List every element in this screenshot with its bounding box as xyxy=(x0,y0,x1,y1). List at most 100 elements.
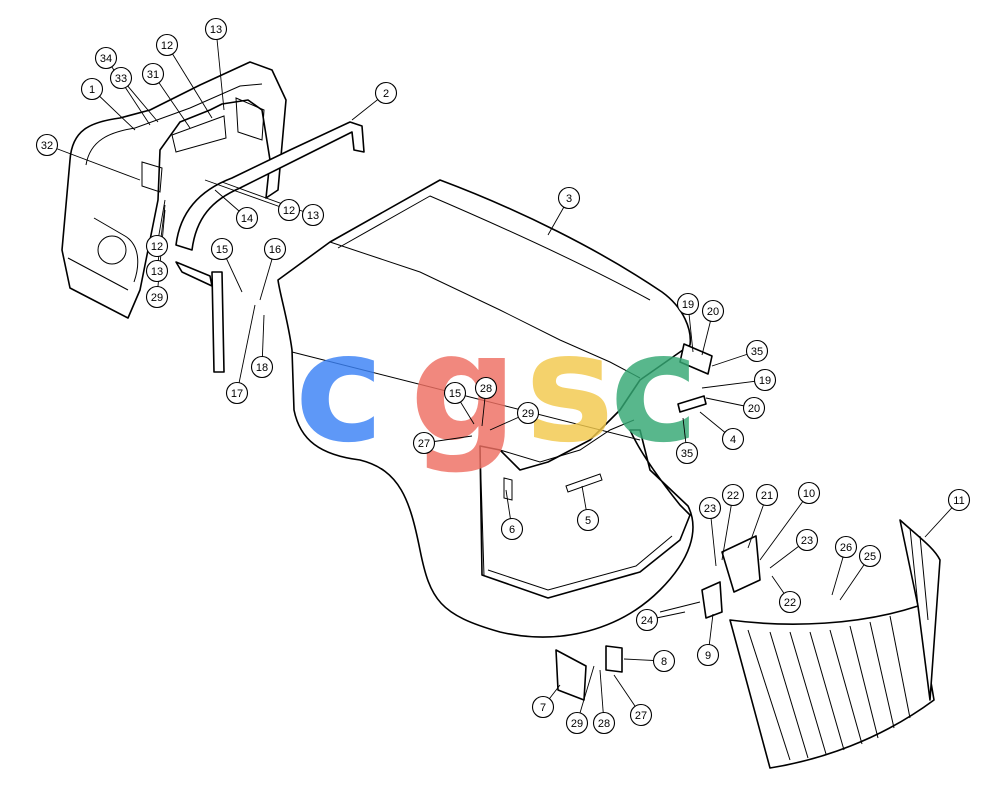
callout-8: 8 xyxy=(652,649,676,673)
seal-strip xyxy=(175,121,365,373)
callout-4: 4 xyxy=(721,427,745,451)
callout-circle xyxy=(80,77,104,101)
callout-circle xyxy=(635,608,659,632)
callout-circle xyxy=(210,237,234,261)
callout-number: 12 xyxy=(151,241,163,253)
callout-circle xyxy=(263,237,287,261)
callout-7: 7 xyxy=(531,695,555,719)
callout-number: 35 xyxy=(681,448,693,460)
watermark-letter: c xyxy=(295,302,384,476)
callout-circle xyxy=(412,431,436,455)
callout-circle xyxy=(235,206,259,230)
callout-12: 12 xyxy=(155,33,179,57)
callout-number: 3 xyxy=(566,193,572,205)
callout-circle xyxy=(250,355,274,379)
callout-number: 4 xyxy=(730,434,736,446)
callout-number: 23 xyxy=(704,503,716,515)
callout-number: 7 xyxy=(540,702,546,714)
callout-number: 1 xyxy=(89,84,95,96)
leader-line xyxy=(105,57,151,126)
callout-number: 21 xyxy=(761,490,773,502)
callout-10: 10 xyxy=(797,481,821,505)
callout-number: 5 xyxy=(585,515,591,527)
callout-circle xyxy=(576,508,600,532)
callout-circle xyxy=(277,198,301,222)
callout-28: 28 xyxy=(474,376,498,400)
callout-circle xyxy=(301,203,325,227)
callout-18: 18 xyxy=(250,355,274,379)
callout-circle xyxy=(778,590,802,614)
callout-circle xyxy=(652,649,676,673)
callout-circle xyxy=(675,441,699,465)
callout-circle xyxy=(565,711,589,735)
grille-nose-cowl xyxy=(61,61,287,319)
callout-35: 35 xyxy=(745,339,769,363)
callout-32: 32 xyxy=(35,133,59,157)
callout-number: 14 xyxy=(241,213,253,225)
callout-27: 27 xyxy=(629,703,653,727)
callout-number: 22 xyxy=(784,597,796,609)
callout-number: 26 xyxy=(840,542,852,554)
callout-number: 8 xyxy=(661,656,667,668)
callout-circle xyxy=(145,285,169,309)
callout-circle xyxy=(947,488,971,512)
callout-number: 33 xyxy=(115,73,127,85)
callout-number: 20 xyxy=(707,306,719,318)
callout-circle xyxy=(531,695,555,719)
callout-circle xyxy=(204,17,228,41)
callout-circle xyxy=(443,381,467,405)
callout-circle xyxy=(701,299,725,323)
callout-15: 15 xyxy=(443,381,467,405)
callout-circle xyxy=(745,339,769,363)
callout-20: 20 xyxy=(701,299,725,323)
leader-line xyxy=(166,44,213,119)
callout-circle xyxy=(35,133,59,157)
callout-number: 29 xyxy=(522,408,534,420)
leader-line xyxy=(204,179,290,211)
callout-12: 12 xyxy=(277,198,301,222)
callout-circle xyxy=(742,396,766,420)
callout-number: 10 xyxy=(803,488,815,500)
callout-26: 26 xyxy=(834,535,858,559)
callout-17: 17 xyxy=(225,381,249,405)
callout-5: 5 xyxy=(576,508,600,532)
callout-number: 35 xyxy=(751,346,763,358)
callout-circle xyxy=(141,62,165,86)
callout-34: 34 xyxy=(94,46,118,70)
callout-23: 23 xyxy=(698,496,722,520)
callout-12: 12 xyxy=(145,234,169,258)
callout-circle xyxy=(755,483,779,507)
callout-number: 13 xyxy=(151,266,163,278)
callout-9: 9 xyxy=(696,643,720,667)
callout-number: 27 xyxy=(635,710,647,722)
callout-circle xyxy=(516,401,540,425)
callout-number: 16 xyxy=(269,244,281,256)
callout-15: 15 xyxy=(210,237,234,261)
callout-circle xyxy=(795,528,819,552)
callout-22: 22 xyxy=(721,483,745,507)
callout-number: 34 xyxy=(100,53,112,65)
callout-number: 15 xyxy=(216,244,228,256)
callout-circle xyxy=(834,535,858,559)
leader-line xyxy=(46,144,141,181)
callout-circle xyxy=(629,703,653,727)
callout-35: 35 xyxy=(675,441,699,465)
callout-29: 29 xyxy=(145,285,169,309)
callout-6: 6 xyxy=(500,517,524,541)
callout-number: 17 xyxy=(231,388,243,400)
callout-circle xyxy=(557,186,581,210)
callout-circle xyxy=(474,376,498,400)
callout-circle xyxy=(145,234,169,258)
callout-number: 19 xyxy=(759,375,771,387)
callout-13: 13 xyxy=(145,259,169,283)
callout-21: 21 xyxy=(755,483,779,507)
callout-circle xyxy=(592,711,616,735)
callout-circle xyxy=(721,483,745,507)
callout-circle xyxy=(696,643,720,667)
callout-13: 13 xyxy=(301,203,325,227)
callout-23: 23 xyxy=(795,528,819,552)
callout-number: 28 xyxy=(598,718,610,730)
callout-13: 13 xyxy=(204,17,228,41)
